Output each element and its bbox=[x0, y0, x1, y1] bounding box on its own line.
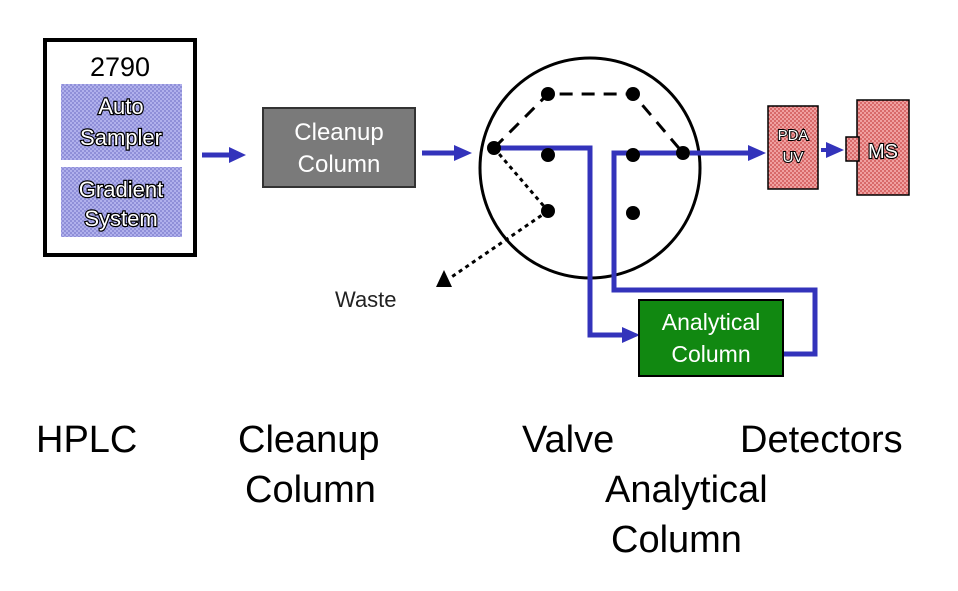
valve-port bbox=[676, 146, 690, 160]
gradient-system-label-line2: System bbox=[84, 206, 157, 231]
hplc-unit: 2790 Auto Sampler Gradient System bbox=[43, 38, 197, 257]
valve-return-path bbox=[611, 150, 818, 357]
caption-hplc: HPLC bbox=[36, 419, 138, 461]
arrow-to-analytical-column bbox=[622, 327, 640, 343]
valve-inlet-path bbox=[494, 145, 628, 338]
valve-port bbox=[487, 141, 501, 155]
waste-dotted-line bbox=[492, 147, 550, 212]
auto-sampler-label-line2: Sampler bbox=[80, 125, 162, 150]
uv-label: UV bbox=[783, 149, 804, 166]
gradient-system-block: Gradient System bbox=[61, 167, 182, 237]
auto-sampler-label-line1: Auto bbox=[98, 94, 143, 119]
valve-port bbox=[541, 148, 555, 162]
pda-uv-detector: PDA UV bbox=[767, 105, 819, 190]
cleanup-column-label-line1: Cleanup bbox=[294, 119, 383, 146]
caption-valve: Valve bbox=[522, 419, 615, 461]
caption-analytical-line2: Column bbox=[611, 519, 742, 561]
caption-cleanup-line1: Cleanup bbox=[238, 419, 380, 461]
valve-port bbox=[626, 206, 640, 220]
waste-label: Waste bbox=[335, 287, 397, 312]
valve-port bbox=[541, 204, 555, 218]
caption-analytical-line1: Analytical bbox=[605, 469, 768, 511]
analytical-column-box: Analytical Column bbox=[638, 299, 784, 377]
arrow-valve-to-detector bbox=[690, 145, 766, 161]
analytical-column-label-line2: Column bbox=[671, 341, 750, 367]
ms-label: MS bbox=[868, 141, 898, 163]
arrow-cleanup-to-valve bbox=[422, 145, 472, 161]
pda-label: PDA bbox=[778, 127, 809, 144]
valve bbox=[449, 56, 818, 357]
gradient-system-label-line1: Gradient bbox=[79, 177, 163, 202]
analytical-column-label-line1: Analytical bbox=[662, 309, 760, 335]
valve-dashed-loop bbox=[492, 92, 685, 154]
cleanup-column-label-line2: Column bbox=[298, 151, 381, 178]
valve-port bbox=[541, 87, 555, 101]
waste-arrow-head bbox=[436, 270, 452, 287]
arrow-pda-to-ms bbox=[821, 142, 844, 158]
valve-port bbox=[626, 148, 640, 162]
cleanup-column-box: Cleanup Column bbox=[262, 107, 416, 188]
hplc-model-label: 2790 bbox=[90, 52, 150, 82]
ms-detector: MS bbox=[845, 99, 910, 196]
auto-sampler-block: Auto Sampler bbox=[61, 84, 182, 160]
caption-cleanup-line2: Column bbox=[245, 469, 376, 511]
valve-port bbox=[626, 87, 640, 101]
arrow-hplc-to-cleanup bbox=[202, 147, 246, 163]
caption-detectors: Detectors bbox=[740, 419, 903, 461]
